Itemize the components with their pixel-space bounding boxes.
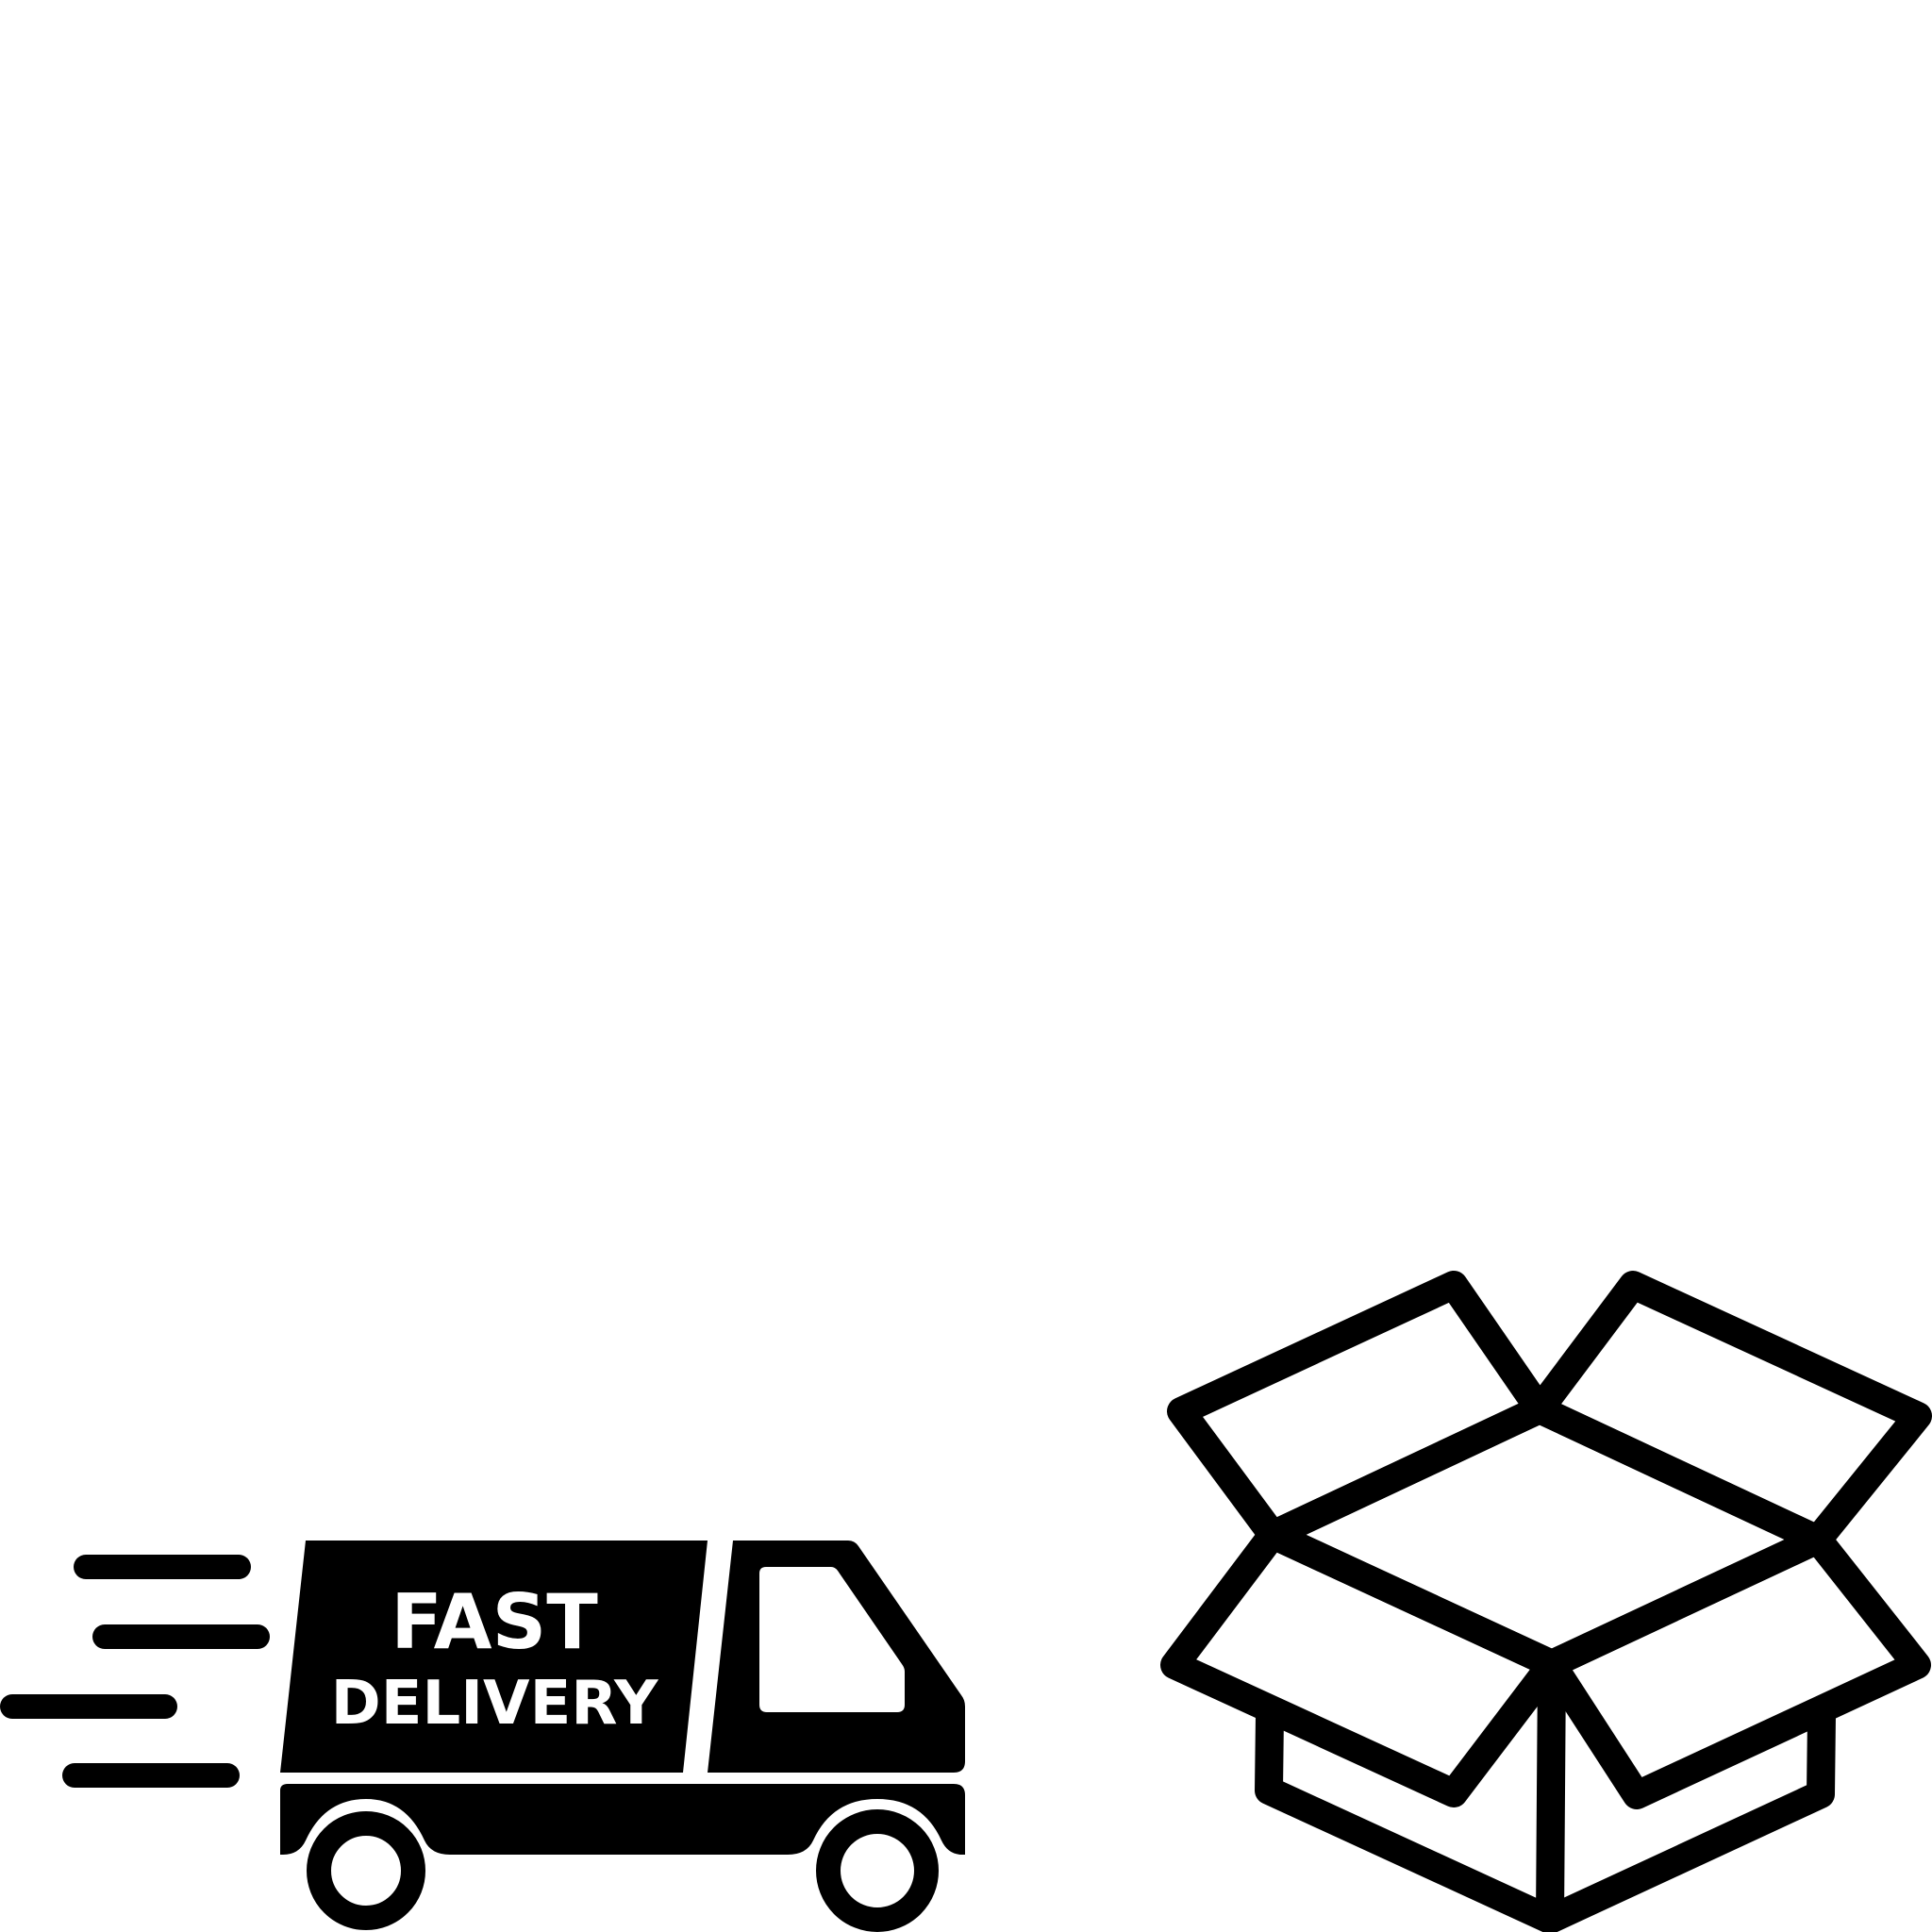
truck-cab-window bbox=[759, 1567, 905, 1712]
box-flap-front-right bbox=[1538, 1525, 1931, 1809]
delivery-truck-icon: FAST DELIVERY bbox=[280, 1541, 965, 1932]
open-box-icon bbox=[1160, 1271, 1932, 1932]
truck-cargo-box bbox=[280, 1541, 708, 1773]
truck-label-fast: FAST bbox=[391, 1578, 598, 1666]
box-flap-back-right bbox=[1525, 1271, 1932, 1554]
box-body-left bbox=[1255, 1650, 1566, 1932]
box-body-right bbox=[1536, 1701, 1836, 1932]
truck-label-delivery: DELIVERY bbox=[331, 1669, 658, 1739]
speed-lines-icon bbox=[0, 1555, 270, 1788]
box-flap-back-left bbox=[1167, 1271, 1554, 1549]
truck-front-wheel bbox=[816, 1809, 939, 1932]
box-flap-front-left bbox=[1160, 1521, 1566, 1807]
truck-chassis bbox=[280, 1784, 965, 1855]
box-opening bbox=[1258, 1395, 1832, 1678]
truck-rear-wheel bbox=[307, 1811, 425, 1930]
